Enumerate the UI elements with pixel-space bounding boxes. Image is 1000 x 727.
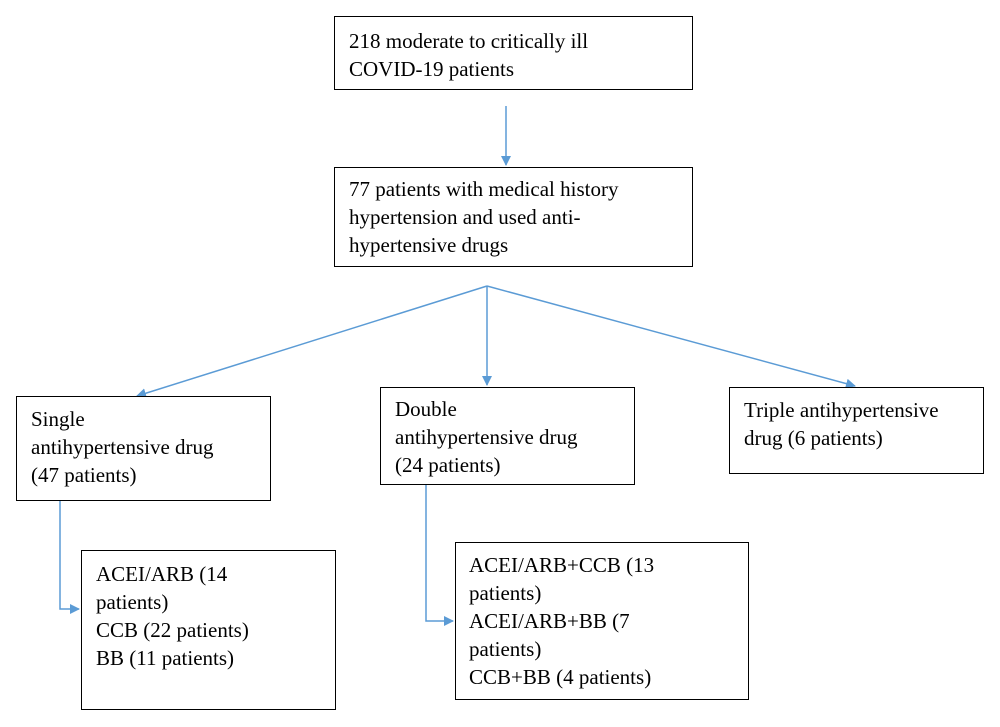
single-detail-line-1: ACEI/ARB (14 <box>96 562 228 586</box>
hypertension-line-3: hypertensive drugs <box>349 233 509 257</box>
double-detail-line-3: ACEI/ARB+BB (7 <box>469 609 630 633</box>
single-drug-line-1: Single <box>31 407 85 431</box>
double-detail-line-5: CCB+BB (4 patients) <box>469 665 652 689</box>
arrow-hypertension-to-single <box>136 285 488 399</box>
hypertension-patients-box: 77 patients with medical history hyperte… <box>334 167 693 267</box>
double-drug-line-3: (24 patients) <box>395 453 501 477</box>
double-drug-box: Double antihypertensive drug (24 patient… <box>380 387 635 485</box>
total-patients-line-2: COVID-19 patients <box>349 57 515 81</box>
hypertension-line-2: hypertension and used anti- <box>349 205 581 229</box>
double-detail-line-4: patients) <box>469 637 542 661</box>
double-drug-line-1: Double <box>395 397 457 421</box>
single-drug-line-2: antihypertensive drug <box>31 435 214 459</box>
arrow-double-to-detail <box>397 475 454 626</box>
single-detail-line-4: BB (11 patients) <box>96 646 235 670</box>
single-drug-box: Single antihypertensive drug (47 patient… <box>16 396 271 501</box>
arrow-single-to-detail <box>36 483 80 614</box>
single-detail-line-3: CCB (22 patients) <box>96 618 249 642</box>
double-drug-detail-box: ACEI/ARB+CCB (13 patients) ACEI/ARB+BB (… <box>455 542 749 700</box>
triple-drug-box: Triple antihypertensive drug (6 patients… <box>729 387 984 474</box>
total-patients-line-1: 218 moderate to critically ill <box>349 29 589 53</box>
single-drug-line-3: (47 patients) <box>31 463 137 487</box>
triple-drug-line-2: drug (6 patients) <box>744 426 883 450</box>
single-drug-detail-box: ACEI/ARB (14 patients) CCB (22 patients)… <box>81 550 336 710</box>
double-detail-line-2: patients) <box>469 581 542 605</box>
triple-drug-line-1: Triple antihypertensive <box>744 398 939 422</box>
arrow-hypertension-to-triple <box>486 285 856 389</box>
single-detail-line-2: patients) <box>96 590 169 614</box>
hypertension-line-1: 77 patients with medical history <box>349 177 619 201</box>
double-detail-line-1: ACEI/ARB+CCB (13 <box>469 553 655 577</box>
total-patients-box: 218 moderate to critically ill COVID-19 … <box>334 16 693 90</box>
double-drug-line-2: antihypertensive drug <box>395 425 578 449</box>
